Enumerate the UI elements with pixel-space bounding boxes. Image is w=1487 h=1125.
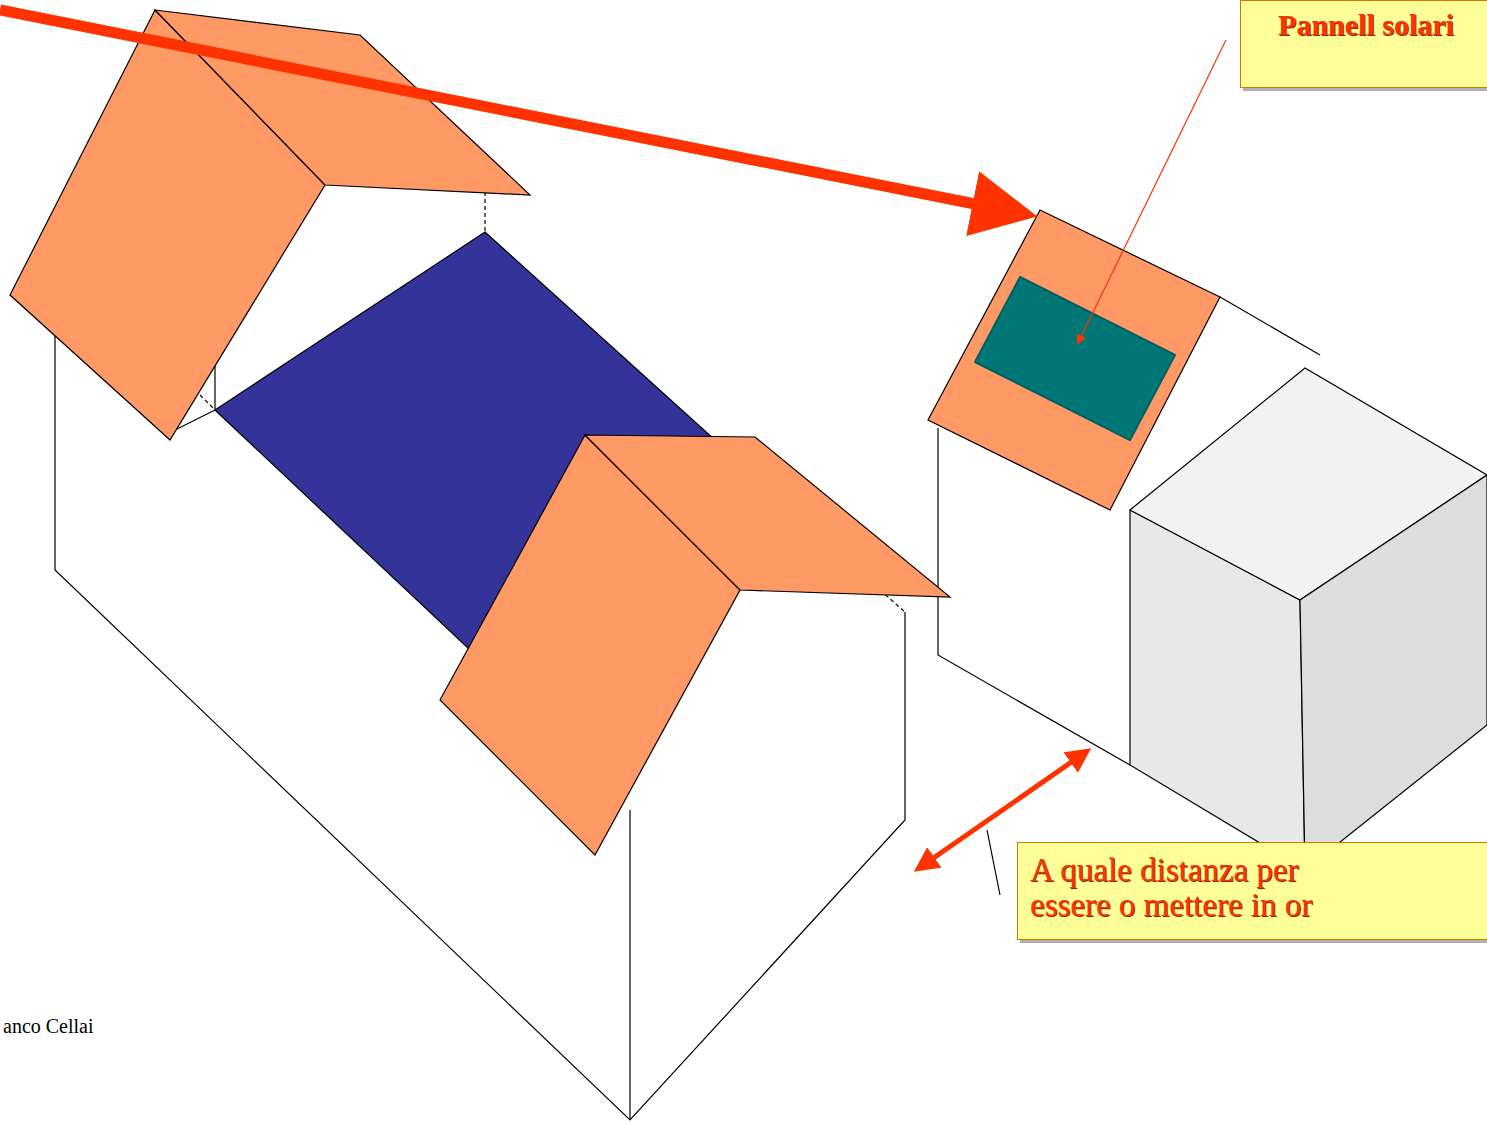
callout-text: Pannell solari xyxy=(1271,9,1461,41)
callout-box: A quale distanza per essere o mettere in… xyxy=(1017,842,1487,940)
callout-box: Pannell solari xyxy=(1240,0,1487,88)
author-note: anco Cellai xyxy=(3,1015,94,1038)
callout-text: A quale distanza per essere o mettere in… xyxy=(1030,853,1375,922)
